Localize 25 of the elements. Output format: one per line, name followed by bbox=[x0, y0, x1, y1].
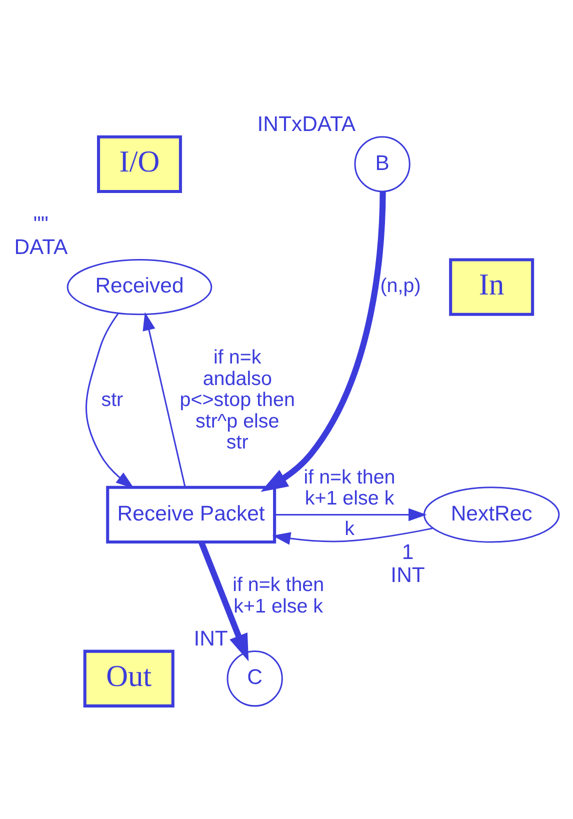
edge-label: (n,p) bbox=[380, 274, 421, 297]
node-ellipse: Received bbox=[66, 258, 212, 315]
node-ellipse: NextRec bbox=[423, 486, 560, 542]
node-circle: B bbox=[354, 136, 410, 192]
edge-label: k bbox=[344, 518, 354, 540]
edge-label: str bbox=[101, 388, 124, 411]
node-label: "" bbox=[33, 212, 48, 236]
node-box: In bbox=[449, 258, 534, 316]
node-circle: C bbox=[226, 650, 283, 706]
edge-label: if n=k then k+1 else k bbox=[232, 574, 324, 617]
edge-label: if n=k andalso p<>stop then str^p else str bbox=[180, 346, 295, 454]
node-label: INT bbox=[194, 626, 228, 650]
arrow bbox=[86, 312, 134, 488]
node-box: Receive Packet bbox=[106, 485, 276, 544]
arrow bbox=[272, 527, 433, 544]
arrow bbox=[274, 508, 427, 521]
node-label: DATA bbox=[14, 234, 68, 258]
node-label: 1 bbox=[402, 540, 414, 564]
edge-label: if n=k then k+1 else k bbox=[304, 466, 396, 510]
arrow bbox=[142, 312, 186, 487]
node-label: INT bbox=[390, 562, 425, 586]
node-label: INTxDATA bbox=[257, 112, 356, 136]
node-box: Out bbox=[83, 649, 174, 707]
arrow bbox=[260, 190, 386, 492]
node-box: I/O bbox=[97, 134, 182, 192]
